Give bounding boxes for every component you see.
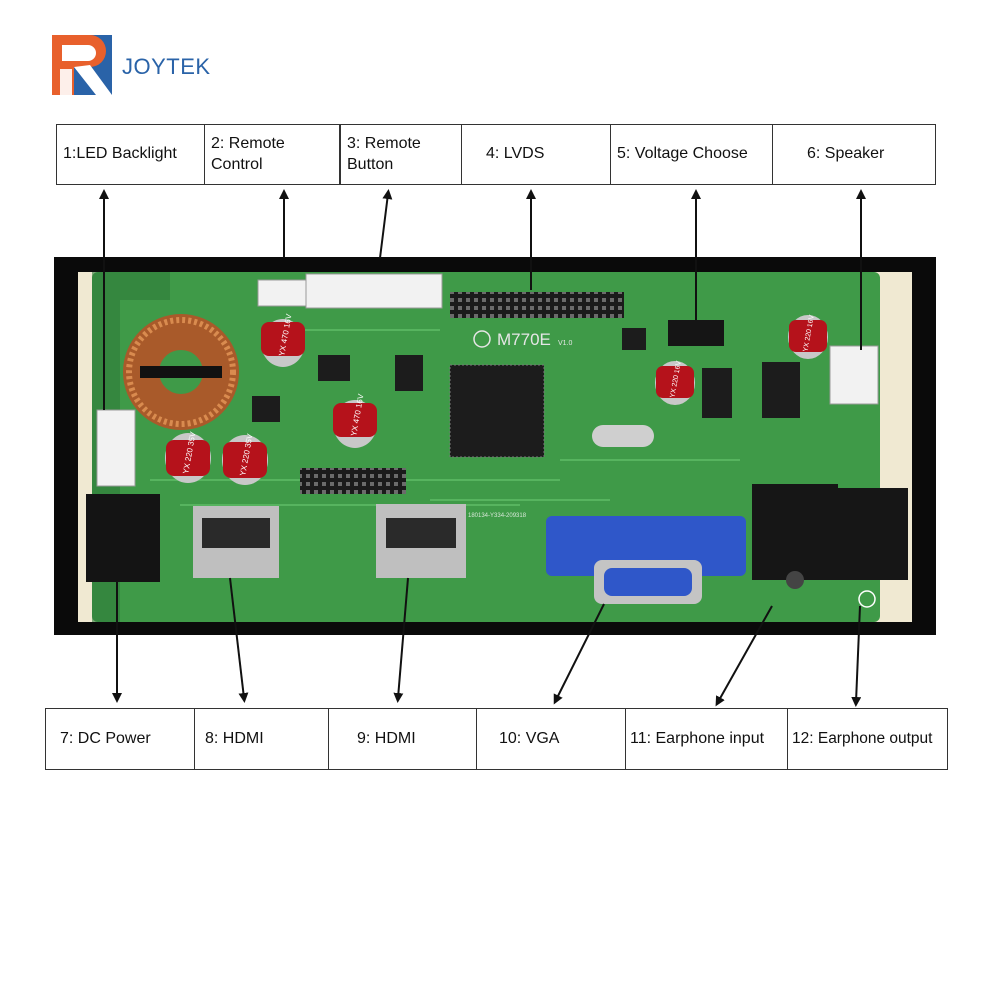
label-hdmi-2: 9: HDMI [328, 708, 477, 770]
label-earphone-output: 12: Earphone output [787, 708, 948, 770]
label-led-backlight: 1:LED Backlight [56, 124, 205, 185]
label-dc-power: 7: DC Power [45, 708, 195, 770]
arrow-remote-button [379, 189, 393, 259]
joytek-logo-icon [52, 35, 112, 95]
label-speaker: 6: Speaker [772, 124, 936, 185]
label-voltage-choose: 5: Voltage Choose [610, 124, 773, 185]
board-photo-frame [54, 257, 936, 635]
label-lvds: 4: LVDS [461, 124, 611, 185]
label-hdmi-1: 8: HDMI [194, 708, 329, 770]
label-remote-control: 2: Remote Control [204, 124, 340, 185]
label-vga: 10: VGA [476, 708, 626, 770]
label-remote-button: 3: Remote Button [340, 124, 462, 185]
brand-name: JOYTEK [122, 54, 211, 79]
label-earphone-input: 11: Earphone input [625, 708, 788, 770]
